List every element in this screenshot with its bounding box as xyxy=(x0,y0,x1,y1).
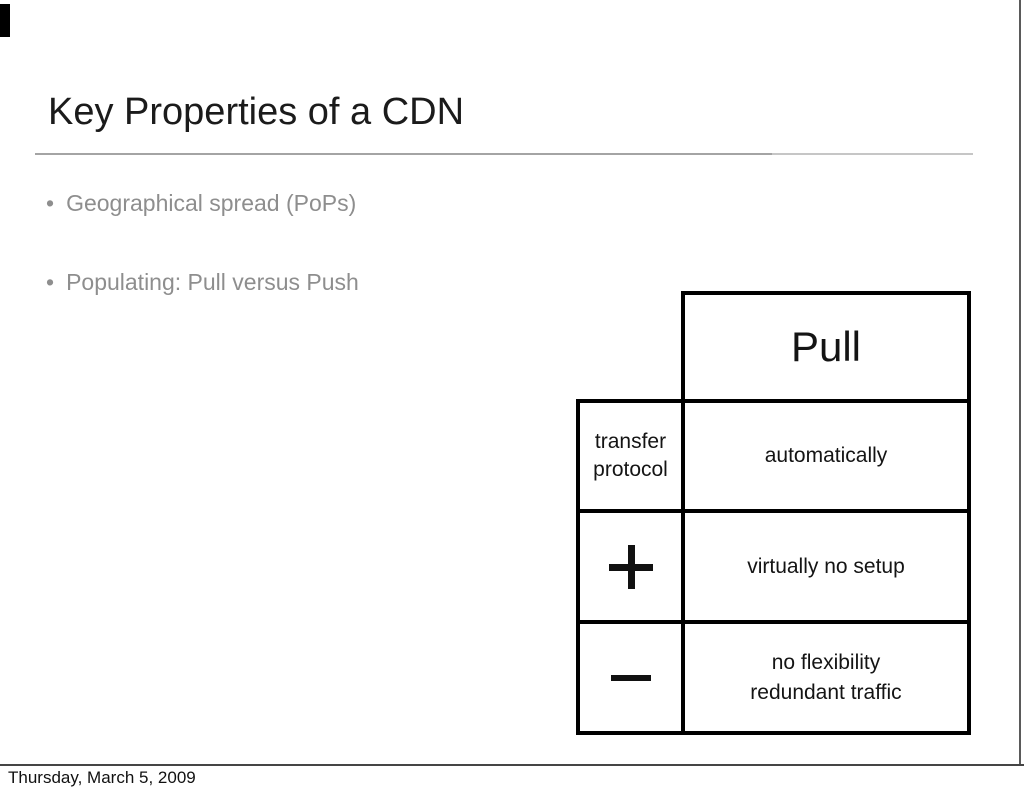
footer-date: Thursday, March 5, 2009 xyxy=(8,768,196,787)
value-line: automatically xyxy=(764,444,888,467)
table-row-label-pros xyxy=(576,509,685,624)
title-divider-light xyxy=(772,153,973,155)
value-line: no flexibility xyxy=(771,650,881,674)
table-cell-virtually-no-setup: virtually no setup xyxy=(681,509,971,624)
label-line: transfer xyxy=(594,430,667,453)
plus-icon xyxy=(608,544,653,589)
label-line: protocol xyxy=(593,458,668,481)
slide-edge-artifact xyxy=(0,4,10,37)
table-header-pull: Pull xyxy=(681,291,971,403)
value-line: redundant traffic xyxy=(750,680,902,704)
bullet-text: Populating: Pull versus Push xyxy=(66,269,359,295)
table-cell-no-flexibility: no flexibility redundant traffic xyxy=(681,620,971,735)
slide-right-boundary-line xyxy=(1019,0,1021,765)
minus-icon xyxy=(610,674,651,681)
bullet-item-populating: • Populating: Pull versus Push xyxy=(46,269,359,295)
table-row-label-transfer-protocol: transfer protocol xyxy=(576,399,685,513)
page-title: Key Properties of a CDN xyxy=(48,91,465,133)
bullet-item-geographical-spread: • Geographical spread (PoPs) xyxy=(46,190,356,216)
value-line: virtually no setup xyxy=(747,554,905,578)
bullet-dot: • xyxy=(46,190,55,216)
table-row-label-cons xyxy=(576,620,685,735)
footer-divider xyxy=(0,764,1024,766)
bullet-text: Geographical spread (PoPs) xyxy=(66,190,357,216)
title-divider xyxy=(35,153,772,155)
bullet-dot: • xyxy=(46,269,55,295)
table-cell-automatically: automatically xyxy=(681,399,971,513)
